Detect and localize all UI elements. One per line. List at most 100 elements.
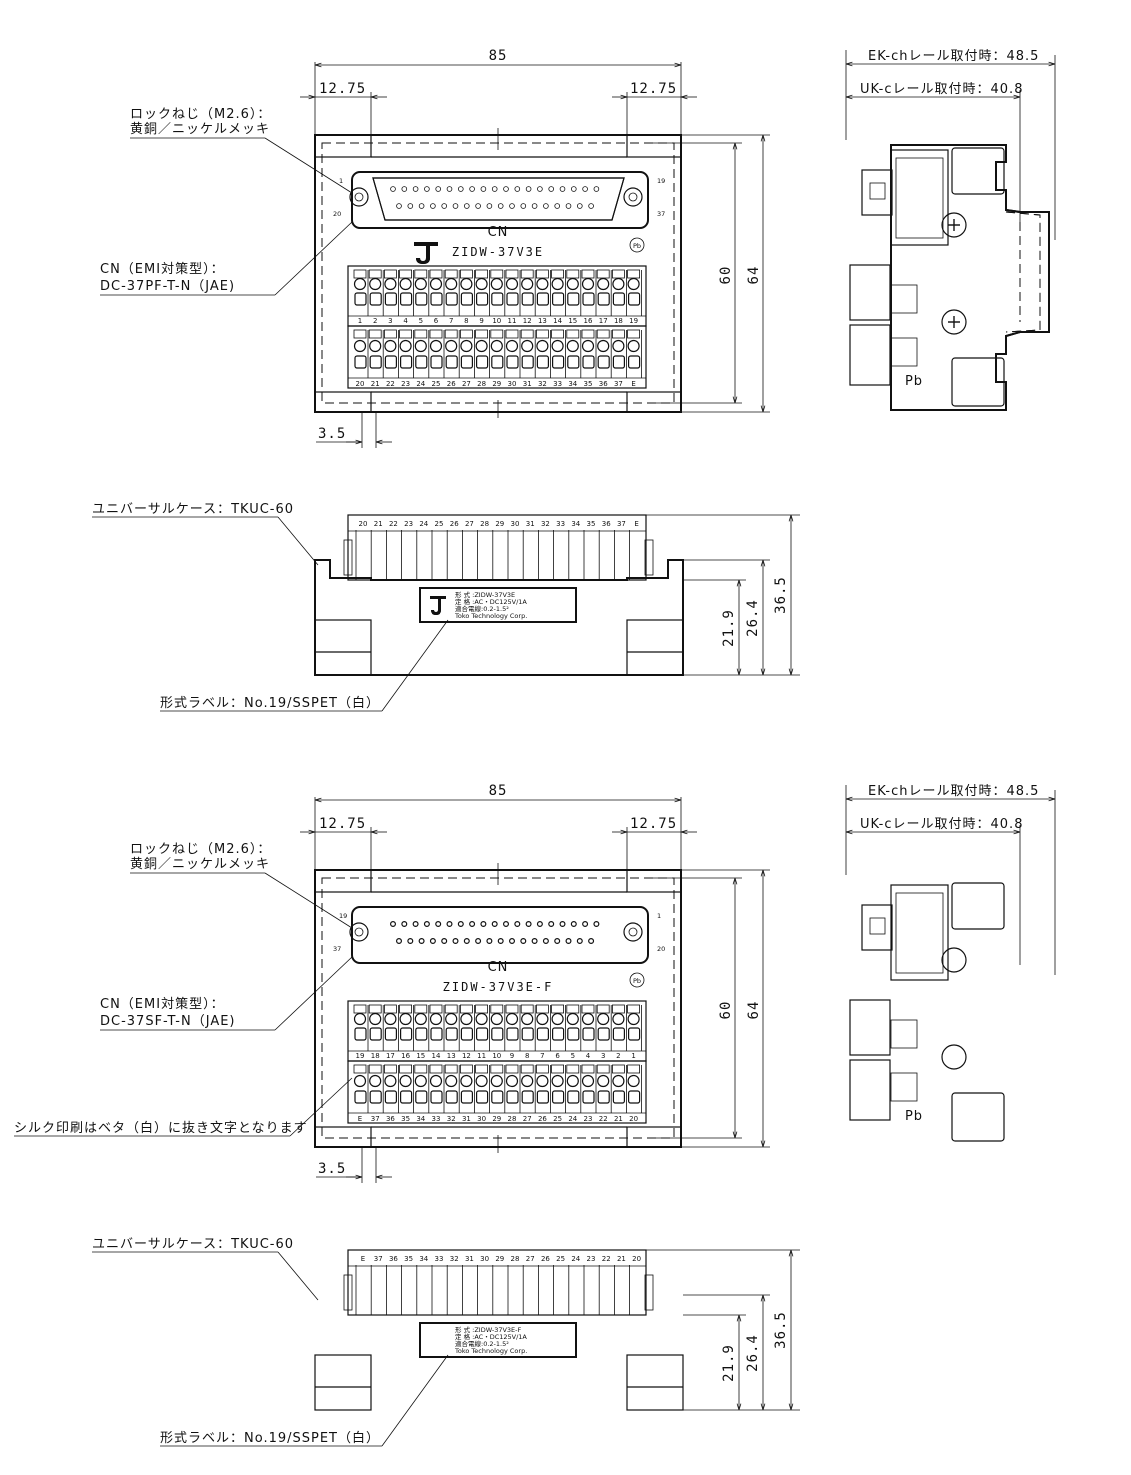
terminal-tab <box>414 1064 428 1074</box>
terminal-wire-entry <box>384 1090 397 1104</box>
terminal-number: 27 <box>523 1115 532 1123</box>
terminal-number: 32 <box>447 1115 456 1123</box>
terminal-tab <box>444 1004 458 1014</box>
side-screw-top-cross <box>948 219 960 231</box>
terminal-tab <box>353 269 367 279</box>
front-terminal-number: 33 <box>556 520 565 528</box>
terminal-number: 12 <box>523 317 532 325</box>
front-terminal-number: 36 <box>602 520 611 528</box>
terminal-tab <box>399 1004 413 1014</box>
terminal-screw <box>536 277 549 291</box>
terminal-screw <box>536 339 549 353</box>
pin-row1 <box>503 920 510 927</box>
terminal-wire-entry <box>384 1027 397 1041</box>
lock-leader <box>264 872 353 929</box>
terminal-screw <box>521 1012 534 1026</box>
pb-circle <box>629 972 645 988</box>
terminal-wire-entry <box>612 1090 626 1104</box>
pin-row1 <box>593 920 600 927</box>
terminal-wire-entry <box>430 292 443 306</box>
terminal-screw <box>384 339 397 353</box>
terminal-tab <box>368 329 382 339</box>
front-case-foot-right <box>626 619 684 676</box>
terminal-screw <box>536 1012 549 1026</box>
front-terminal-number: 26 <box>541 1255 550 1263</box>
terminal-screw <box>460 1012 473 1026</box>
terminal-tab <box>566 1004 580 1014</box>
terminal-tab <box>429 269 443 279</box>
terminal-screw <box>612 339 625 353</box>
pitch-value: 3.5 <box>318 426 346 442</box>
side-connector-detail <box>869 917 886 935</box>
terminal-tab <box>536 329 549 339</box>
pin-row1 <box>401 920 408 927</box>
nameplate-line: 定 格 :AC・DC125V/1A <box>455 597 527 606</box>
terminal-tab <box>581 1064 595 1074</box>
pin-row1 <box>412 920 419 927</box>
pin-row2 <box>475 937 482 944</box>
pin-row2 <box>554 203 560 209</box>
front-terminal-number: 35 <box>404 1255 413 1263</box>
terminal-number: 6 <box>555 1052 560 1060</box>
terminal-screw <box>597 1074 610 1088</box>
side-terminal-upper-body <box>890 1019 918 1049</box>
pin-row1 <box>390 186 396 192</box>
pin-row1 <box>457 186 464 192</box>
terminal-screw <box>475 1012 488 1026</box>
terminal-screw <box>536 1074 549 1088</box>
terminal-number: 20 <box>356 380 365 388</box>
terminal-wire-entry <box>354 292 367 306</box>
terminal-screw <box>429 1074 443 1088</box>
terminal-number: 33 <box>553 380 562 388</box>
terminal-wire-entry <box>460 1027 473 1041</box>
front-219-value: 21.9 <box>721 609 737 647</box>
terminal-tab <box>490 1064 504 1074</box>
terminal-screw <box>445 1012 458 1026</box>
case-label: ユニバーサルケース：TKUC-60 <box>92 502 294 517</box>
pin-row1 <box>491 920 498 927</box>
front-terminal-number: 24 <box>419 520 428 528</box>
terminal-number: 17 <box>599 317 608 325</box>
side-terminal-upper <box>849 264 891 321</box>
terminal-number: 16 <box>584 317 593 325</box>
terminal-wire-entry <box>384 292 397 306</box>
connector-shell <box>351 906 649 964</box>
terminal-wire-entry <box>551 355 565 369</box>
terminal-wire-entry <box>597 355 610 369</box>
terminal-screw <box>612 1074 625 1088</box>
side-terminal-lower <box>849 1059 891 1121</box>
pin-mark-bl: 37 <box>333 945 341 953</box>
connector-d-sub <box>372 177 625 221</box>
terminal-wire-entry <box>491 355 504 369</box>
terminal-screw <box>384 1074 397 1088</box>
terminal-screw <box>384 1012 397 1026</box>
terminal-number: E <box>631 380 635 388</box>
lock-screw-right-inner <box>628 192 638 202</box>
terminal-tab <box>612 1064 625 1074</box>
terminal-number: 15 <box>416 1052 425 1060</box>
terminal-number: 34 <box>568 380 577 388</box>
terminal-number: 9 <box>479 317 483 325</box>
terminal-wire-entry <box>400 1090 413 1104</box>
terminal-tab <box>566 1064 580 1074</box>
pin-row1 <box>424 186 430 192</box>
terminal-tab <box>399 269 413 279</box>
terminal-screw <box>414 339 427 353</box>
front-latch-right <box>644 539 654 576</box>
terminal-number: 7 <box>540 1052 544 1060</box>
terminal-number: 31 <box>523 380 532 388</box>
terminal-tab <box>414 1004 428 1014</box>
terminal-tab <box>459 1064 473 1074</box>
terminal-wire-entry <box>476 1027 489 1041</box>
terminal-tab <box>444 329 458 339</box>
side-connector-inner <box>895 157 944 239</box>
terminal-screw <box>445 339 458 353</box>
pin-row1 <box>446 920 453 927</box>
front-case-foot-right <box>626 1354 684 1411</box>
pin-row2 <box>418 203 425 209</box>
side-rail-dash <box>1005 211 1041 333</box>
terminal-tab <box>612 329 625 339</box>
terminal-screw <box>551 1074 564 1088</box>
terminal-number: 23 <box>401 380 410 388</box>
